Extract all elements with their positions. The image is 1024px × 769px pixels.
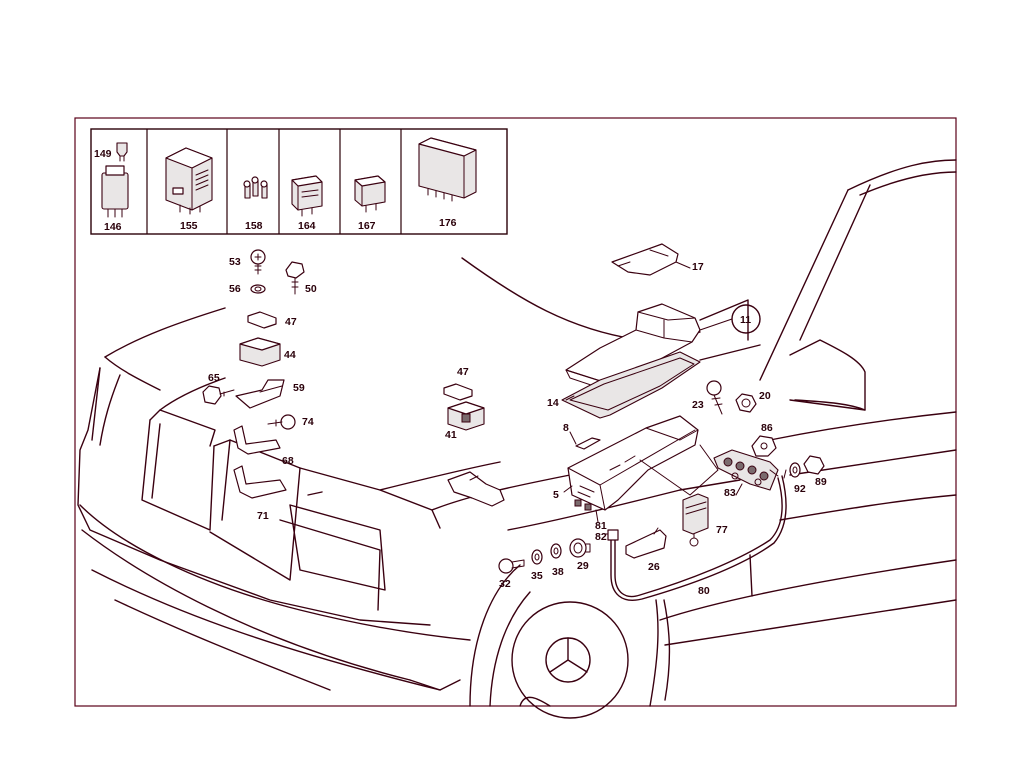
callout-14: 14: [547, 397, 559, 409]
callout-20: 20: [759, 390, 771, 402]
part-26-bracket: [625, 527, 667, 559]
callout-47-left: 47: [285, 316, 297, 328]
part-74-screw: [267, 414, 296, 430]
callout-44: 44: [284, 349, 296, 361]
part-89-nut: [803, 455, 825, 475]
callout-labels: 53 56 50 47 44 65 59 74 68 71 47 41 17 1…: [208, 256, 827, 597]
part-47-fuse-left: [247, 311, 277, 329]
relay-146-icon: [101, 165, 129, 218]
callout-41: 41: [445, 429, 457, 441]
fuse-149-icon: [116, 142, 128, 162]
callout-38: 38: [552, 566, 564, 578]
part-14-cover: [561, 303, 701, 419]
part-80-cable: [607, 469, 787, 601]
callout-26: 26: [648, 561, 660, 573]
part-17-plate: [611, 243, 679, 276]
part-83-terminal-block: [713, 449, 779, 491]
part-29-grommet: [569, 538, 591, 558]
inset-parts-table: 149 146 155 158 164 167 176: [90, 128, 508, 235]
callout-56: 56: [229, 283, 241, 295]
part-53-screw: [250, 249, 266, 275]
part-23-screw: [706, 380, 723, 415]
inset-label-146: 146: [104, 221, 122, 233]
part-5-fuse-box: [567, 415, 719, 511]
part-44-relay: [239, 337, 281, 367]
part-92-washer: [789, 462, 801, 478]
callout-65: 65: [208, 372, 220, 384]
inset-label-149: 149: [94, 148, 112, 160]
callout-81: 81: [595, 520, 607, 532]
inset-label-164: 164: [298, 220, 316, 232]
car-body-outline: [77, 159, 957, 719]
part-56-washer: [250, 284, 266, 294]
callout-8: 8: [563, 422, 569, 434]
part-65-screw: [202, 385, 235, 405]
callout-83: 83: [724, 487, 736, 499]
callout-71: 71: [257, 510, 269, 522]
callout-80: 80: [698, 585, 710, 597]
part-68-bracket: [233, 425, 281, 455]
inset-label-167: 167: [358, 220, 376, 232]
part-71-bracket: [233, 465, 287, 499]
part-38-washer: [550, 543, 562, 559]
callout-11: 11: [740, 314, 751, 326]
callout-59: 59: [293, 382, 305, 394]
part-47-fuse-center: [443, 383, 473, 401]
connector-pins-158-icon: [243, 176, 268, 199]
relay-176-icon: [418, 137, 477, 202]
callout-53: 53: [229, 256, 241, 268]
callout-5: 5: [553, 489, 559, 501]
inset-label-176: 176: [439, 217, 457, 229]
callout-29: 29: [577, 560, 589, 572]
part-86-grommet: [751, 435, 777, 457]
leader-lines: [563, 261, 787, 535]
callout-89: 89: [815, 476, 827, 488]
callout-17: 17: [692, 261, 704, 273]
part-50-screw: [285, 261, 305, 295]
callout-47-center: 47: [457, 366, 469, 378]
inset-label-158: 158: [245, 220, 263, 232]
callout-35: 35: [531, 570, 543, 582]
callout-23: 23: [692, 399, 704, 411]
bracket-center: [447, 471, 505, 507]
part-59-bracket: [235, 379, 285, 409]
callout-86: 86: [761, 422, 773, 434]
part-8-fuse: [575, 437, 601, 450]
callout-82: 82: [595, 531, 607, 543]
callout-77: 77: [716, 524, 728, 536]
relay-164-icon: [291, 175, 323, 217]
part-35-washer: [531, 549, 543, 565]
diagram-frame: [74, 117, 957, 707]
part-41-relay: [447, 401, 485, 431]
part-20-nut: [735, 393, 757, 413]
callout-68: 68: [282, 455, 294, 467]
callout-74: 74: [302, 416, 314, 428]
relay-167-icon: [354, 175, 386, 213]
relay-155-icon: [165, 147, 213, 215]
callout-32: 32: [499, 578, 511, 590]
part-32-screw: [498, 558, 525, 574]
callout-50: 50: [305, 283, 317, 295]
inset-label-155: 155: [180, 220, 198, 232]
callout-92: 92: [794, 483, 806, 495]
part-77-relay: [682, 493, 709, 547]
